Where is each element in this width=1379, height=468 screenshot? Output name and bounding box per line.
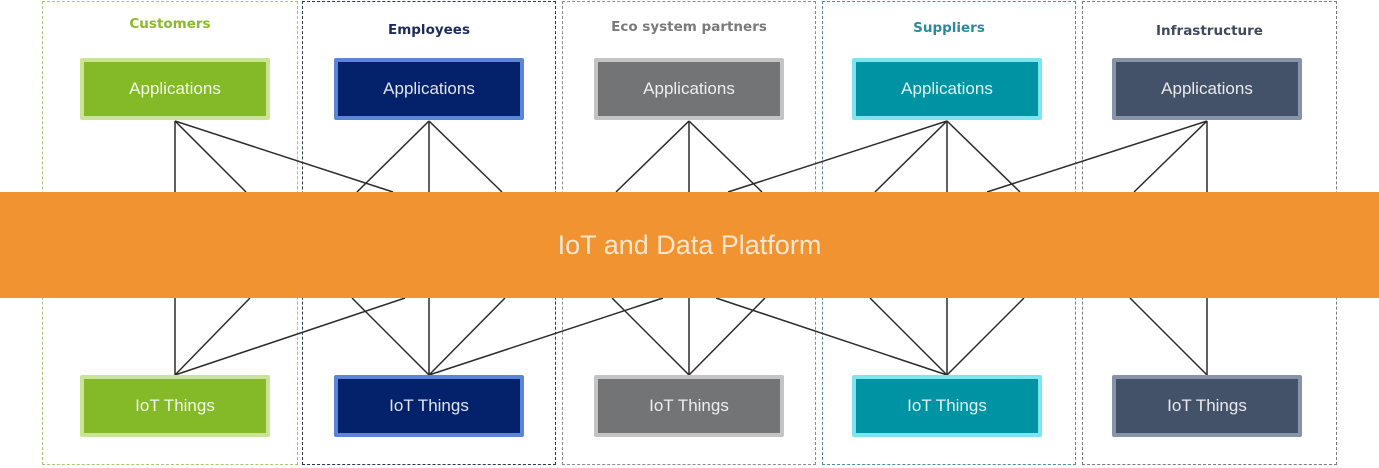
platform-to-things-link [428,297,506,376]
node-label: Applications [643,79,735,98]
platform-to-things-link [688,297,766,376]
node-label: IoT Things [907,396,987,415]
app-to-platform-link [874,120,948,193]
customers-applications-node: Applications [80,58,270,120]
group-title: Customers [129,16,211,32]
infrastructure-iot-things-node: IoT Things [1112,375,1302,437]
group-title: Employees [387,22,470,38]
platform-to-things-link [715,297,948,376]
app-to-platform-link [986,120,1208,193]
app-to-platform-link [428,120,503,193]
platform-to-things-link [611,297,690,376]
iot-data-platform-band: IoT and Data Platform [0,192,1379,298]
platform-to-things-link [174,297,251,376]
platform-label: IoT and Data Platform [557,229,822,260]
platform-to-things-link [428,297,664,376]
suppliers-iot-things-node: IoT Things [852,375,1042,437]
platform-to-things-link [174,297,406,376]
app-to-platform-link [946,120,1021,193]
suppliers-applications-node: Applications [852,58,1042,120]
group-title: Suppliers [913,20,985,36]
node-label: IoT Things [135,396,215,415]
group-title: Infrastructure [1156,23,1263,39]
app-to-platform-link [174,120,394,193]
customers-iot-things-node: IoT Things [80,375,270,437]
node-label: Applications [1161,79,1253,98]
eco-system-partners-iot-things-node: IoT Things [594,375,784,437]
node-label: Applications [129,79,221,98]
app-to-platform-link [727,120,948,193]
app-to-platform-link [174,120,247,193]
app-to-platform-link [356,120,430,193]
platform-to-things-link [946,297,1025,376]
platform-to-things-link [351,297,430,376]
node-label: IoT Things [1167,396,1247,415]
app-to-platform-link [1133,120,1208,193]
node-label: Applications [901,79,993,98]
employees-iot-things-node: IoT Things [334,375,524,437]
employees-applications-node: Applications [334,58,524,120]
infrastructure-applications-node: Applications [1112,58,1302,120]
node-label: IoT Things [649,396,729,415]
app-to-platform-link [688,120,763,193]
platform-to-things-link [869,297,948,376]
eco-system-partners-applications-node: Applications [594,58,784,120]
node-label: IoT Things [389,396,469,415]
group-title: Eco system partners [611,19,767,35]
platform-to-things-link [1129,297,1208,376]
app-to-platform-link [615,120,690,193]
node-label: Applications [383,79,475,98]
